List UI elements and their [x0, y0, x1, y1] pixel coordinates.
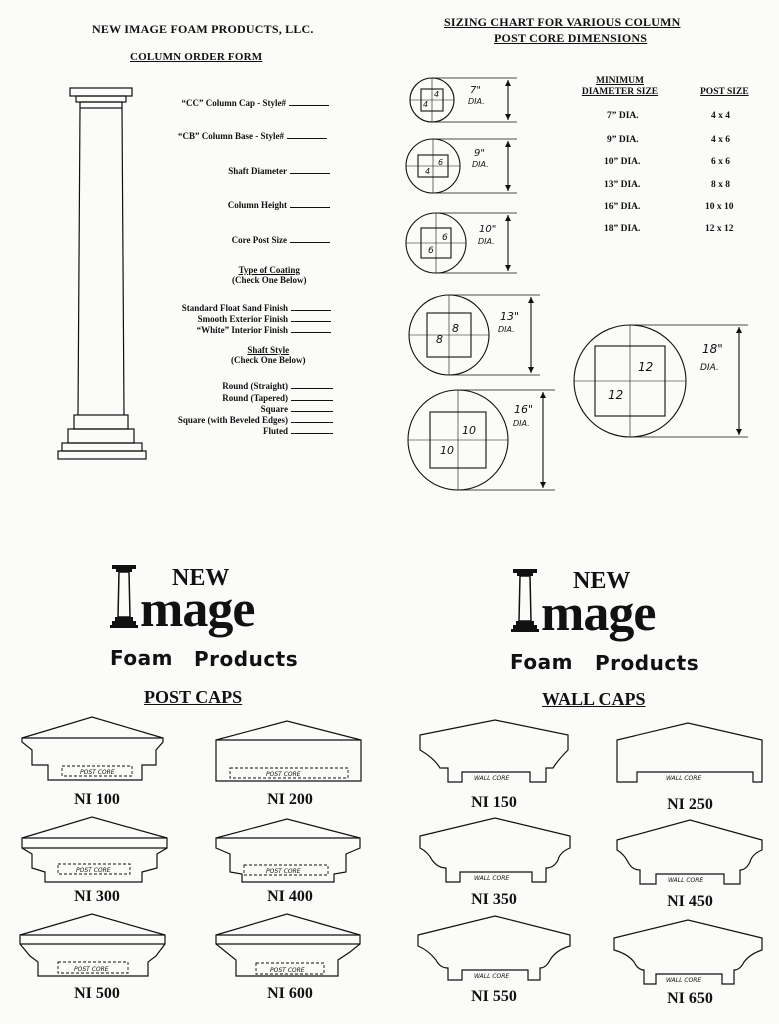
coating-option[interactable]: Smooth Exterior Finish	[198, 312, 331, 324]
column-logo-icon	[511, 569, 539, 632]
table-cell: 7” DIA.	[607, 111, 639, 121]
field-core-post-size[interactable]: Core Post Size	[232, 233, 330, 245]
sizing-chart-subtitle: POST CORE DIMENSIONS	[494, 31, 648, 45]
diagram-dia: DIA.	[700, 363, 719, 373]
table-cell: 9” DIA.	[607, 135, 639, 145]
logo-image: mage	[140, 581, 255, 638]
core-label: WALL CORE	[666, 775, 701, 782]
cap-label-ni-150: NI 150	[471, 794, 517, 811]
cap-label-ni-250: NI 250	[667, 796, 713, 813]
order-form-title: COLUMN ORDER FORM	[130, 51, 263, 63]
core-label: WALL CORE	[668, 877, 703, 884]
shaft-section-title: Shaft Style (Check One Below)	[231, 345, 306, 365]
logo-new: NEW	[172, 565, 230, 591]
field-column-height[interactable]: Column Height	[228, 198, 330, 210]
post-core-diagrams: 7" DIA. 4 4 9" DIA. 4 6 10" DIA. 6 6 13"…	[405, 77, 748, 491]
table-cell: 6 x 6	[711, 157, 730, 167]
core-label: POST CORE	[270, 967, 305, 974]
core-label: WALL CORE	[474, 775, 509, 782]
logo-image: mage	[541, 585, 656, 642]
field-column-cap[interactable]: “CC” Column Cap - Style#	[181, 96, 329, 108]
table-cell: 18” DIA.	[604, 224, 641, 234]
diagram-dim: 13"	[500, 310, 519, 323]
diagram-dim: 16"	[514, 403, 533, 416]
logo-products: Products	[194, 647, 299, 671]
core-label: POST CORE	[80, 769, 115, 776]
diagram-side: 4	[423, 100, 428, 109]
shaft-option[interactable]: Fluted	[263, 424, 333, 436]
post-caps-title: POST CAPS	[144, 687, 243, 707]
coating-option[interactable]: “White” Interior Finish	[197, 323, 331, 335]
diagram-dia: DIA.	[472, 160, 489, 169]
coating-option[interactable]: Standard Float Sand Finish	[182, 301, 331, 313]
core-label: POST CORE	[76, 867, 111, 874]
diagram-side: 12	[608, 388, 623, 402]
table-cell: 12 x 12	[705, 224, 734, 234]
field-shaft-diameter[interactable]: Shaft Diameter	[228, 164, 330, 176]
diagram-dia: DIA.	[513, 419, 530, 428]
diagram-dim: 9"	[474, 148, 485, 159]
col-header-diameter: MINIMUM DIAMETER SIZE	[581, 76, 659, 97]
core-label: POST CORE	[266, 868, 301, 875]
table-cell: 4 x 4	[711, 111, 730, 121]
cap-label-ni-300: NI 300	[74, 888, 120, 905]
field-column-base[interactable]: “CB” Column Base - Style#	[178, 129, 327, 141]
table-cell: 8 x 8	[711, 180, 730, 190]
cap-label-ni-350: NI 350	[471, 891, 517, 908]
core-label: WALL CORE	[474, 973, 509, 980]
diagram-side: 8	[436, 333, 443, 346]
cap-label-ni-400: NI 400	[267, 888, 313, 905]
table-cell: 4 x 6	[711, 135, 730, 145]
cap-label-ni-650: NI 650	[667, 990, 713, 1007]
shaft-option[interactable]: Square (with Beveled Edges)	[178, 413, 333, 425]
logo-foam: Foam	[510, 650, 573, 674]
wall-caps-title: WALL CAPS	[542, 689, 646, 709]
diagram-side: 6	[428, 246, 434, 256]
column-logo-icon	[110, 565, 138, 628]
cap-label-ni-600: NI 600	[267, 985, 313, 1002]
coating-section-title: Type of Coating (Check One Below)	[232, 265, 307, 285]
diagram-dia: DIA.	[498, 325, 515, 334]
core-label: POST CORE	[74, 966, 109, 973]
diagram-side: 12	[638, 360, 653, 374]
diagram-side: 6	[442, 233, 448, 243]
cap-label-ni-450: NI 450	[667, 893, 713, 910]
diagram-side: 4	[425, 167, 430, 176]
table-cell: 10” DIA.	[604, 157, 641, 167]
cap-label-ni-500: NI 500	[74, 985, 120, 1002]
table-cell: 16” DIA.	[604, 202, 641, 212]
table-cell: 13” DIA.	[604, 180, 641, 190]
shaft-option[interactable]: Round (Straight)	[222, 379, 333, 391]
diagram-side: 8	[452, 322, 459, 335]
shaft-option[interactable]: Round (Tapered)	[222, 391, 333, 403]
column-drawing	[57, 87, 147, 460]
diagram-side: 10	[440, 444, 454, 457]
logo-products: Products	[595, 651, 700, 675]
core-label: WALL CORE	[474, 875, 509, 882]
diagram-dim: 10"	[479, 224, 496, 235]
diagram-dim: 18"	[702, 342, 723, 356]
core-label: POST CORE	[266, 771, 301, 778]
diagram-dim: 7"	[470, 85, 481, 96]
core-label: WALL CORE	[666, 977, 701, 984]
diagram-dia: DIA.	[468, 97, 485, 106]
cap-label-ni-200: NI 200	[267, 791, 313, 808]
logo-new: NEW	[573, 568, 631, 594]
diagram-dia: DIA.	[478, 237, 495, 246]
col-header-post-size: POST SIZE	[700, 87, 749, 97]
diagram-side: 4	[434, 90, 439, 99]
cap-label-ni-100: NI 100	[74, 791, 120, 808]
company-name: NEW IMAGE FOAM PRODUCTS, LLC.	[92, 22, 314, 36]
shaft-option[interactable]: Square	[261, 402, 333, 414]
diagram-side: 6	[438, 158, 443, 167]
logo-foam: Foam	[110, 646, 173, 670]
table-cell: 10 x 10	[705, 202, 734, 212]
cap-label-ni-550: NI 550	[471, 988, 517, 1005]
sizing-chart-title: SIZING CHART FOR VARIOUS COLUMN	[444, 15, 681, 29]
diagram-side: 10	[462, 424, 476, 437]
